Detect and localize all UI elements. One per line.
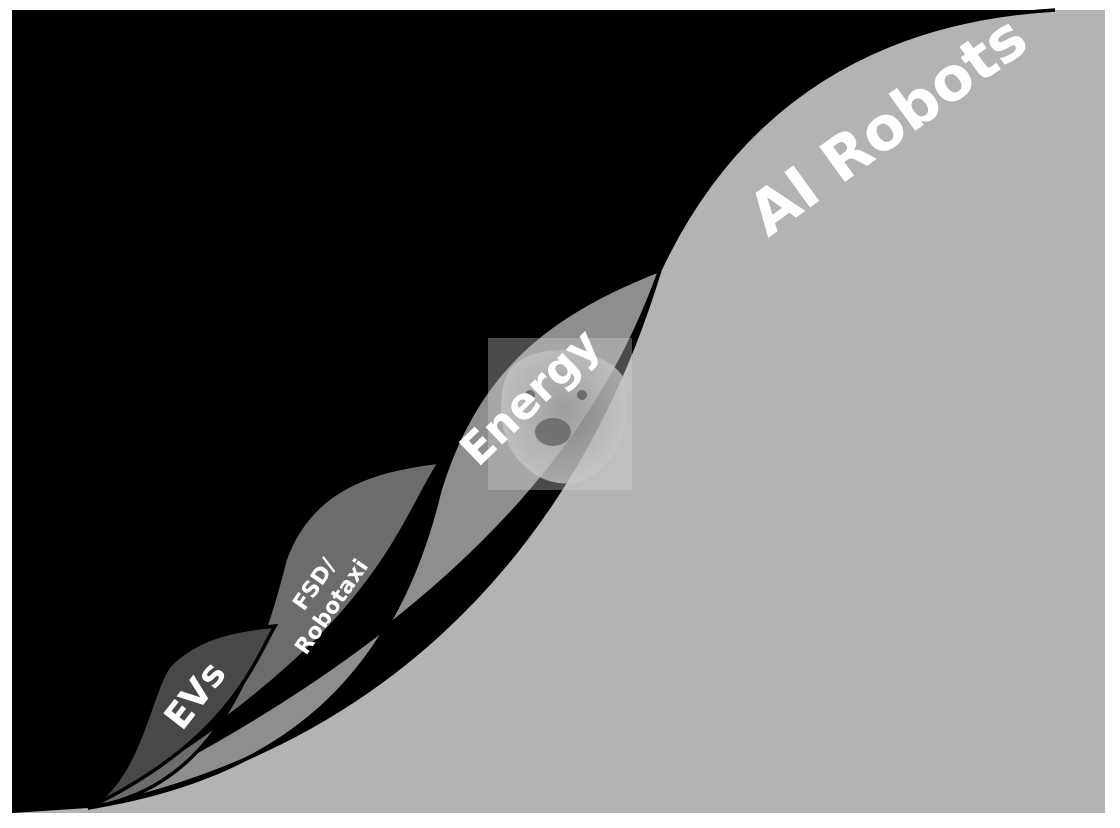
evs-region xyxy=(87,623,279,810)
dog-face-photo-icon xyxy=(488,338,632,490)
ai-robots-region xyxy=(12,10,1105,813)
ai-robots-outline xyxy=(87,8,1056,810)
